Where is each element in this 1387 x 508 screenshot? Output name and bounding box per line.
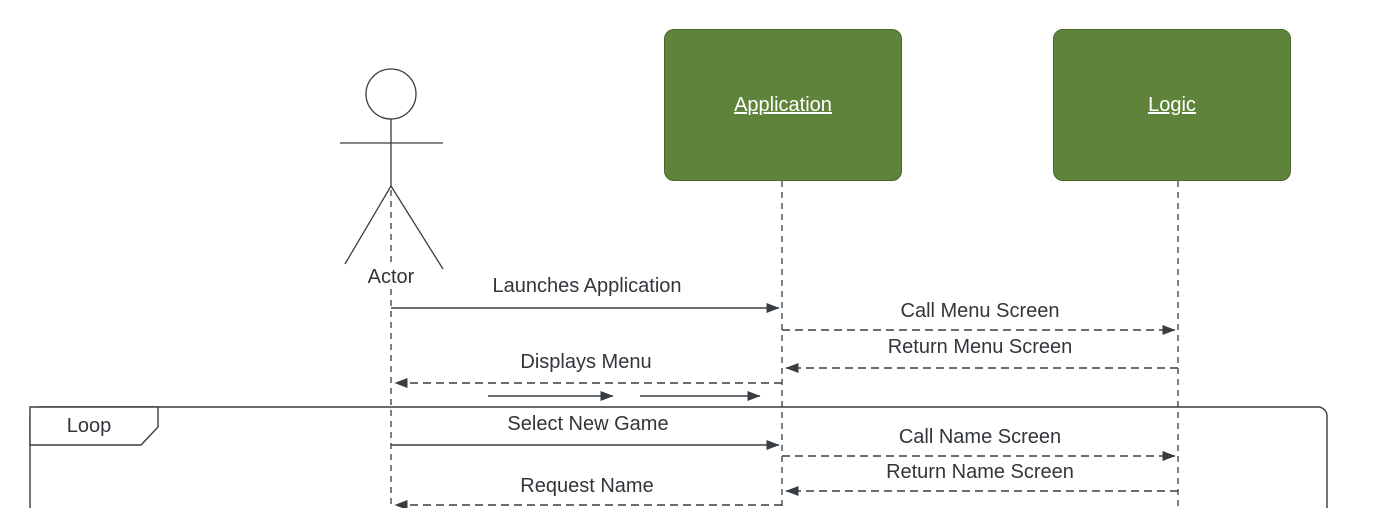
message-label-launches-application: Launches Application bbox=[487, 275, 687, 298]
message-label-return-name-screen: Return Name Screen bbox=[881, 461, 1079, 484]
message-label-request-name: Request Name bbox=[515, 475, 659, 498]
actor-right-leg bbox=[390, 185, 444, 270]
message-label-return-menu-screen: Return Menu Screen bbox=[882, 336, 1078, 359]
lifeline-box-logic: Logic bbox=[1053, 29, 1291, 181]
lifeline-box-application-label: Application bbox=[734, 93, 832, 116]
actor-head bbox=[365, 68, 417, 120]
message-label-call-name-screen: Call Name Screen bbox=[893, 426, 1067, 449]
loop-fragment-label: Loop bbox=[66, 415, 112, 437]
message-label-select-new-game: Select New Game bbox=[502, 413, 674, 436]
actor-figure bbox=[340, 68, 444, 270]
lifeline-box-application: Application bbox=[664, 29, 902, 181]
actor-label: Actor bbox=[363, 266, 419, 289]
lifeline-box-logic-label: Logic bbox=[1148, 93, 1196, 116]
message-label-call-menu-screen: Call Menu Screen bbox=[895, 300, 1065, 323]
loop-fragment-border bbox=[29, 406, 1328, 508]
actor-left-leg bbox=[344, 185, 392, 265]
message-label-displays-menu: Displays Menu bbox=[515, 351, 657, 374]
loop-label-pentagon bbox=[29, 406, 159, 446]
